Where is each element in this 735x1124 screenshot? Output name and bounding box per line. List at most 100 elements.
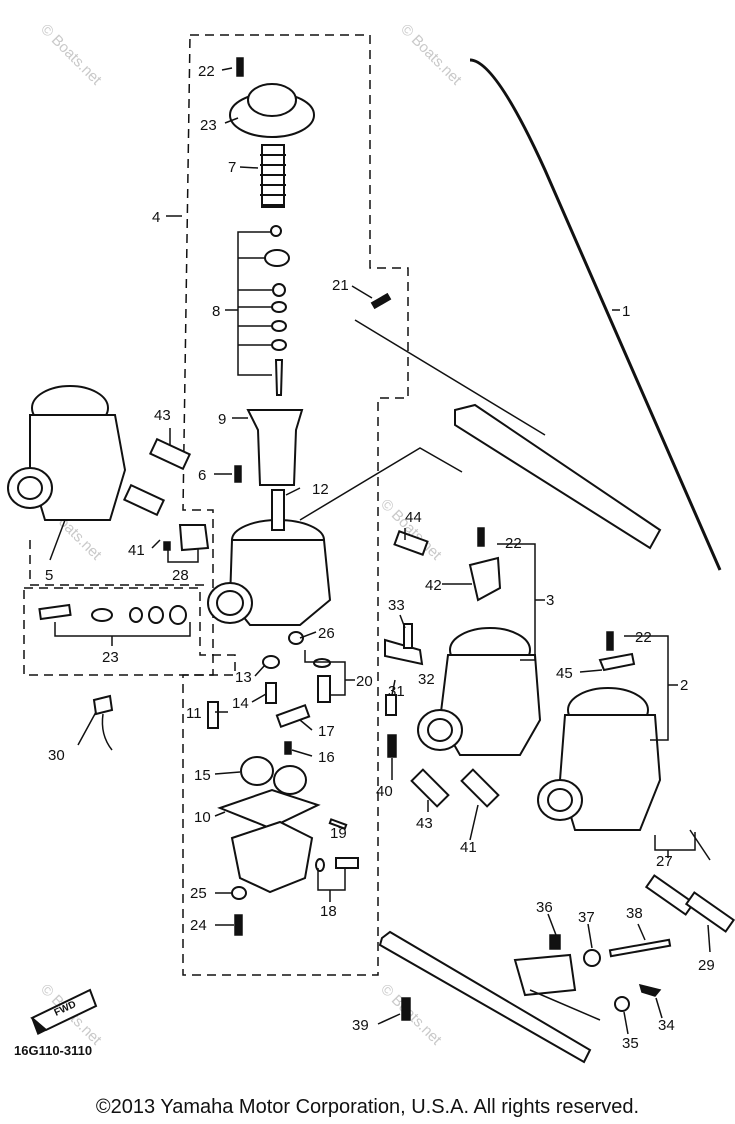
leader-bracket-20 <box>304 650 355 696</box>
screw-part <box>606 631 614 651</box>
watermark: © Boats.net <box>377 496 445 564</box>
callout-6: 6 <box>198 467 206 484</box>
o-ring-part <box>313 658 331 668</box>
leader-bracket-2 <box>624 635 678 741</box>
sensor-part <box>92 694 114 716</box>
callout-22: 22 <box>505 535 522 552</box>
spring-body-part <box>261 144 285 208</box>
clip-part <box>272 283 286 297</box>
callout-28: 28 <box>172 567 189 584</box>
sensor-wire-part <box>101 713 113 751</box>
callout-35: 35 <box>622 1035 639 1052</box>
callout-23: 23 <box>102 649 119 666</box>
watermark: © Boats.net <box>37 21 105 89</box>
pin-part <box>328 818 348 830</box>
leader-line <box>529 989 601 1021</box>
callout-26: 26 <box>318 625 335 642</box>
leader-line <box>214 811 226 817</box>
small-parts: FWD <box>30 292 735 1036</box>
callout-41: 41 <box>128 542 145 559</box>
leader-line <box>49 519 66 561</box>
leader-line <box>637 923 646 941</box>
needle-part <box>270 225 282 237</box>
nut-part <box>288 631 304 645</box>
screw-part <box>234 465 242 483</box>
watermark: © Boats.net <box>397 21 465 89</box>
link-part <box>598 652 636 672</box>
spring-part <box>549 934 561 950</box>
callout-25: 25 <box>190 885 207 902</box>
leader-line <box>689 829 711 861</box>
leader-line <box>291 749 313 757</box>
carb-intake-inner-part <box>17 476 43 500</box>
clip-part <box>271 301 287 313</box>
screw-part <box>370 292 392 310</box>
callout-14: 14 <box>232 695 249 712</box>
callout-labels: 22 23 7 4 8 21 1 9 43 6 12 44 22 3 42 41… <box>45 63 715 1052</box>
callout-11: 11 <box>186 705 202 722</box>
leader-line <box>214 771 241 775</box>
fwd-arrow-head-part <box>31 1017 48 1036</box>
callout-13: 13 <box>235 669 252 686</box>
leader-line <box>221 67 233 71</box>
callout-39: 39 <box>352 1017 369 1034</box>
callout-7: 7 <box>228 159 236 176</box>
washer-part <box>129 607 143 623</box>
callout-27: 27 <box>656 853 673 870</box>
jet-part <box>317 675 331 703</box>
diaphragm-cap-part <box>247 83 297 117</box>
assembly-outline-4 <box>182 34 409 976</box>
callout-3: 3 <box>546 592 554 609</box>
leader-bracket-18 <box>317 868 346 902</box>
float-bowl-part <box>230 820 314 894</box>
callout-21: 21 <box>332 277 349 294</box>
leader-line <box>299 447 463 521</box>
screw-part <box>335 857 359 869</box>
leader-line <box>285 487 301 496</box>
bracket-rail-bottom <box>378 930 592 1064</box>
leader-line <box>224 117 239 124</box>
tube-part <box>460 768 500 808</box>
callout-22: 22 <box>635 629 652 646</box>
watermark: © Boats.net <box>377 981 445 1049</box>
assembly-outline-23 <box>23 587 236 676</box>
leader-line <box>377 1013 401 1025</box>
carb-intake-inner-part <box>216 590 244 616</box>
leader-line <box>587 923 593 949</box>
lever-part <box>38 603 72 621</box>
washer-part <box>148 606 164 624</box>
leader-line <box>337 825 341 829</box>
callout-43: 43 <box>154 407 171 424</box>
callout-8: 8 <box>212 303 220 320</box>
leader-line <box>707 924 711 953</box>
jet-needle-part <box>274 359 284 396</box>
carburetor-far-right <box>537 687 662 831</box>
spring-part <box>260 144 286 206</box>
clip-part <box>468 556 502 602</box>
callout-22: 22 <box>198 63 215 80</box>
nut-part <box>583 949 601 967</box>
float-part <box>240 756 274 786</box>
o-ring-part <box>315 858 325 872</box>
spring-part <box>387 734 397 758</box>
callout-38: 38 <box>626 905 643 922</box>
nut-part <box>262 655 280 669</box>
screw-part <box>638 983 662 997</box>
spring-part <box>91 608 113 622</box>
bracket-part <box>275 703 311 729</box>
callout-43: 43 <box>416 815 433 832</box>
leader-line <box>77 711 97 746</box>
tube-part <box>122 483 166 517</box>
leader-bracket-27 <box>654 832 696 858</box>
callout-31: 31 <box>388 683 405 700</box>
callout-12: 12 <box>312 481 329 498</box>
gasket-part <box>217 788 321 830</box>
callout-2: 2 <box>680 677 688 694</box>
tube-part <box>148 437 192 471</box>
piston-part <box>246 409 304 486</box>
callout-1: 1 <box>622 303 630 320</box>
clamp-part <box>178 524 210 552</box>
callout-10: 10 <box>194 809 211 826</box>
callout-17: 17 <box>318 723 335 740</box>
